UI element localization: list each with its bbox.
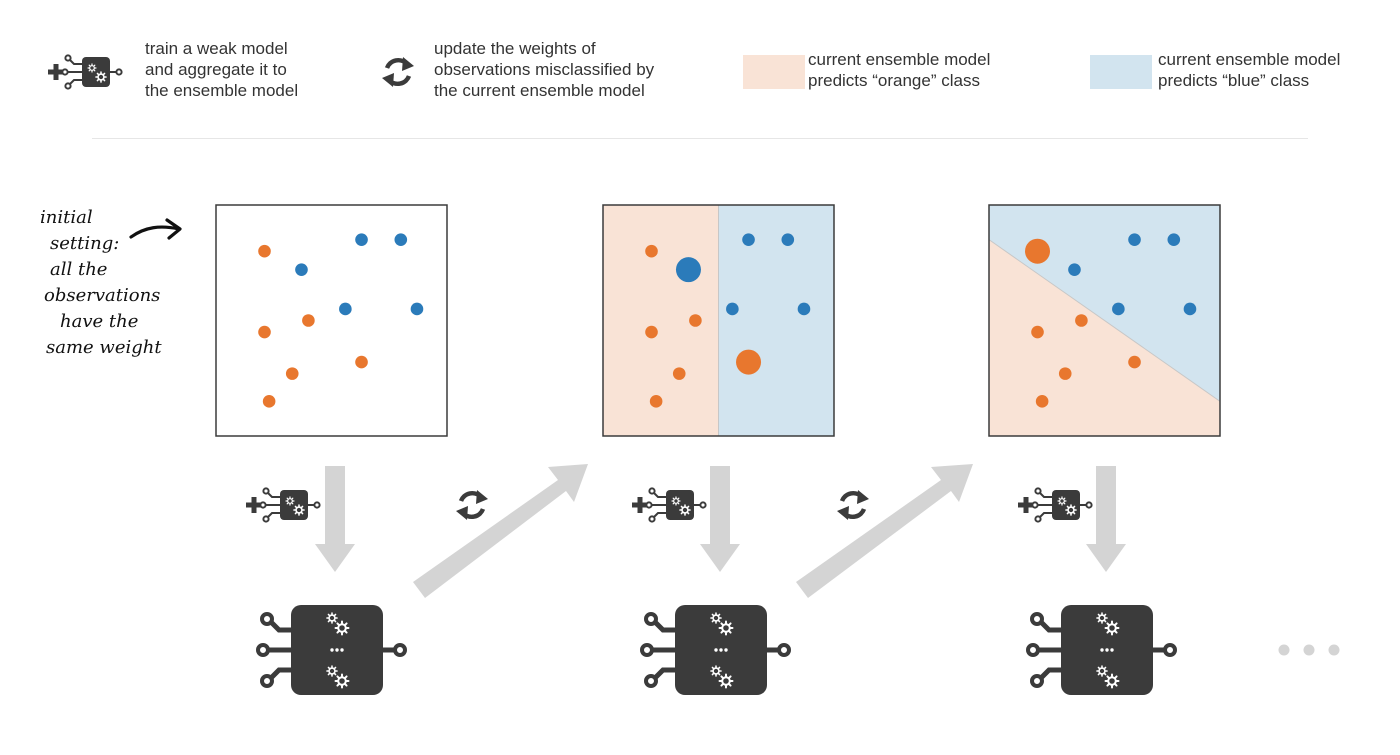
orange-observation-point bbox=[262, 395, 276, 408]
panel-frame bbox=[988, 204, 1221, 437]
legend-train-icon bbox=[48, 55, 122, 88]
weak-model-icon bbox=[632, 488, 706, 521]
annotation-line: observations bbox=[44, 285, 161, 306]
process-flow bbox=[315, 464, 1126, 598]
orange-observation-point bbox=[1031, 325, 1044, 339]
orange-observation-point bbox=[645, 325, 658, 339]
orange-observation-point bbox=[736, 349, 762, 375]
orange-observation-point bbox=[645, 244, 658, 258]
orange-observation-point bbox=[649, 395, 663, 408]
annotation-line: all the bbox=[50, 259, 108, 280]
orange-observation-point bbox=[672, 367, 686, 380]
decision-boundary bbox=[988, 239, 1221, 402]
blue-observation-point bbox=[355, 233, 368, 246]
initial-setting-annotation: initial setting: all the observations ha… bbox=[28, 205, 198, 361]
scatter-panel bbox=[602, 204, 835, 437]
ensemble-model-icon bbox=[258, 605, 405, 695]
blue-observation-point bbox=[1112, 302, 1125, 316]
legend-orange-text: current ensemble model predicts “orange”… bbox=[808, 50, 991, 90]
orange-observation-point bbox=[1035, 395, 1049, 408]
blue-observation-point bbox=[1183, 302, 1197, 316]
orange-observation-point bbox=[355, 355, 368, 369]
scatter-panel bbox=[988, 204, 1221, 437]
orange-observation-point bbox=[258, 244, 271, 258]
blue-observation-point bbox=[339, 302, 352, 316]
orange-observation-point bbox=[285, 367, 299, 380]
ensemble-model-icon bbox=[642, 605, 789, 695]
divider bbox=[92, 138, 1308, 139]
blue-observation-point bbox=[394, 233, 408, 246]
weak-model-icon bbox=[1018, 488, 1092, 521]
annotation-line: initial bbox=[40, 207, 93, 228]
orange-observation-point bbox=[1128, 355, 1141, 369]
blue-observation-point bbox=[797, 302, 811, 316]
blue-observation-point bbox=[742, 233, 755, 246]
blue-region bbox=[718, 205, 834, 436]
blue-observation-point bbox=[1167, 233, 1181, 246]
reweight-cycle-icon bbox=[456, 490, 488, 520]
legend-blue-swatch bbox=[1090, 55, 1152, 89]
orange-observation-point bbox=[1025, 238, 1051, 264]
scatter-panels bbox=[215, 204, 1221, 437]
annotation-arrow bbox=[129, 218, 182, 240]
legend-train-text: train a weak model and aggregate it to t… bbox=[145, 39, 299, 100]
legend-cycle-icon bbox=[382, 57, 414, 87]
orange-region bbox=[989, 239, 1220, 436]
blue-observation-point bbox=[675, 257, 701, 283]
scatter-panel bbox=[215, 204, 448, 437]
blue-observation-point bbox=[726, 302, 739, 316]
blue-observation-point bbox=[1128, 233, 1141, 246]
blue-observation-point bbox=[781, 233, 795, 246]
reweight-cycle-icon bbox=[837, 490, 869, 520]
weak-model-icon bbox=[246, 488, 320, 521]
orange-observation-point bbox=[689, 314, 702, 327]
orange-observation-point bbox=[1058, 367, 1072, 380]
legend-blue-text: current ensemble model predicts “blue” c… bbox=[1158, 50, 1341, 90]
ensemble-model-icon bbox=[1028, 605, 1175, 695]
panel-frame bbox=[602, 204, 835, 437]
legend-update-text: update the weights of observations miscl… bbox=[434, 39, 655, 100]
annotation-line: have the bbox=[60, 311, 139, 332]
panel-frame bbox=[215, 204, 448, 437]
orange-observation-point bbox=[302, 314, 315, 327]
legend-orange-swatch bbox=[743, 55, 805, 89]
blue-observation-point bbox=[410, 302, 424, 316]
blue-observation-point bbox=[1068, 263, 1081, 276]
orange-observation-point bbox=[1075, 314, 1088, 327]
annotation-line: setting: bbox=[50, 233, 120, 254]
blue-observation-point bbox=[295, 263, 308, 276]
annotation-line: same weight bbox=[46, 337, 162, 358]
orange-observation-point bbox=[258, 325, 271, 339]
ellipsis-icon bbox=[1278, 644, 1340, 656]
